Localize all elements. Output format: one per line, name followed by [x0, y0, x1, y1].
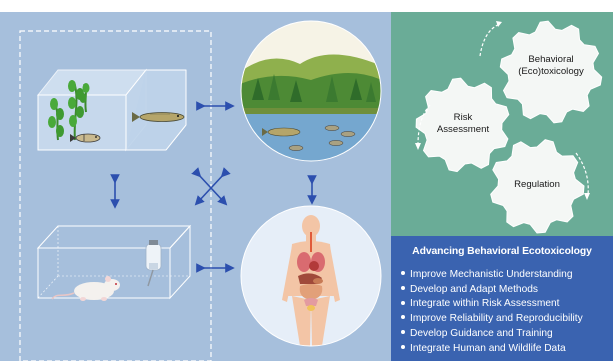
gear-icon — [415, 20, 603, 234]
gear-label-line: Assessment — [436, 124, 490, 135]
gear-label-line: (Eco)toxicology — [518, 66, 584, 77]
aquarium-icon — [36, 68, 187, 152]
list-item: Improve Reliability and Reproducibility — [401, 312, 583, 327]
list-item: Develop Guidance and Training — [401, 327, 583, 342]
gear-label-behavioral: Behavioral (Eco)toxicology — [499, 54, 603, 78]
water-bottle-icon — [145, 240, 162, 287]
rat-icon — [51, 276, 120, 301]
list-item-text: Integrate Human and Wildlife Data — [410, 342, 566, 354]
fish-icon — [70, 133, 101, 143]
aquatic-plant-icon — [48, 80, 90, 141]
bullet-icon — [401, 286, 405, 291]
list-item-text: Improve Reliability and Reproducibility — [410, 313, 583, 325]
list-item-text: Develop Guidance and Training — [410, 327, 553, 339]
gear-label-line: Behavioral — [528, 54, 574, 65]
list-item-text: Integrate within Risk Assessment — [410, 298, 560, 310]
gear-label-line: Risk — [453, 112, 473, 123]
list-item: Integrate Human and Wildlife Data — [401, 342, 583, 357]
advancing-panel: Advancing Behavioral Ecotoxicology Impro… — [391, 236, 613, 361]
bullet-icon — [401, 344, 405, 349]
list-item-text: Improve Mechanistic Understanding — [410, 269, 573, 280]
list-item: Develop and Adapt Methods — [401, 283, 583, 298]
double-arrow-icon — [194, 167, 231, 206]
cycle-arrowheads — [415, 21, 590, 200]
gear-label-risk: Risk Assessment — [426, 112, 500, 136]
advancing-list: Improve Mechanistic Understanding Develo… — [401, 268, 583, 356]
gear-label-regulation: Regulation — [497, 179, 577, 191]
pike-icon — [132, 112, 185, 122]
gear-label-line: Regulation — [514, 179, 560, 190]
bullet-icon — [401, 330, 405, 335]
list-item-text: Develop and Adapt Methods — [410, 283, 538, 295]
list-item: Integrate within Risk Assessment — [401, 297, 583, 312]
bullet-icon — [401, 315, 405, 320]
bullet-icon — [401, 271, 405, 276]
advancing-title: Advancing Behavioral Ecotoxicology — [412, 246, 592, 257]
rat-cage-icon — [36, 224, 192, 300]
list-item: Improve Mechanistic Understanding — [401, 268, 583, 283]
bullet-icon — [401, 300, 405, 305]
human-anatomy-icon — [282, 215, 340, 346]
